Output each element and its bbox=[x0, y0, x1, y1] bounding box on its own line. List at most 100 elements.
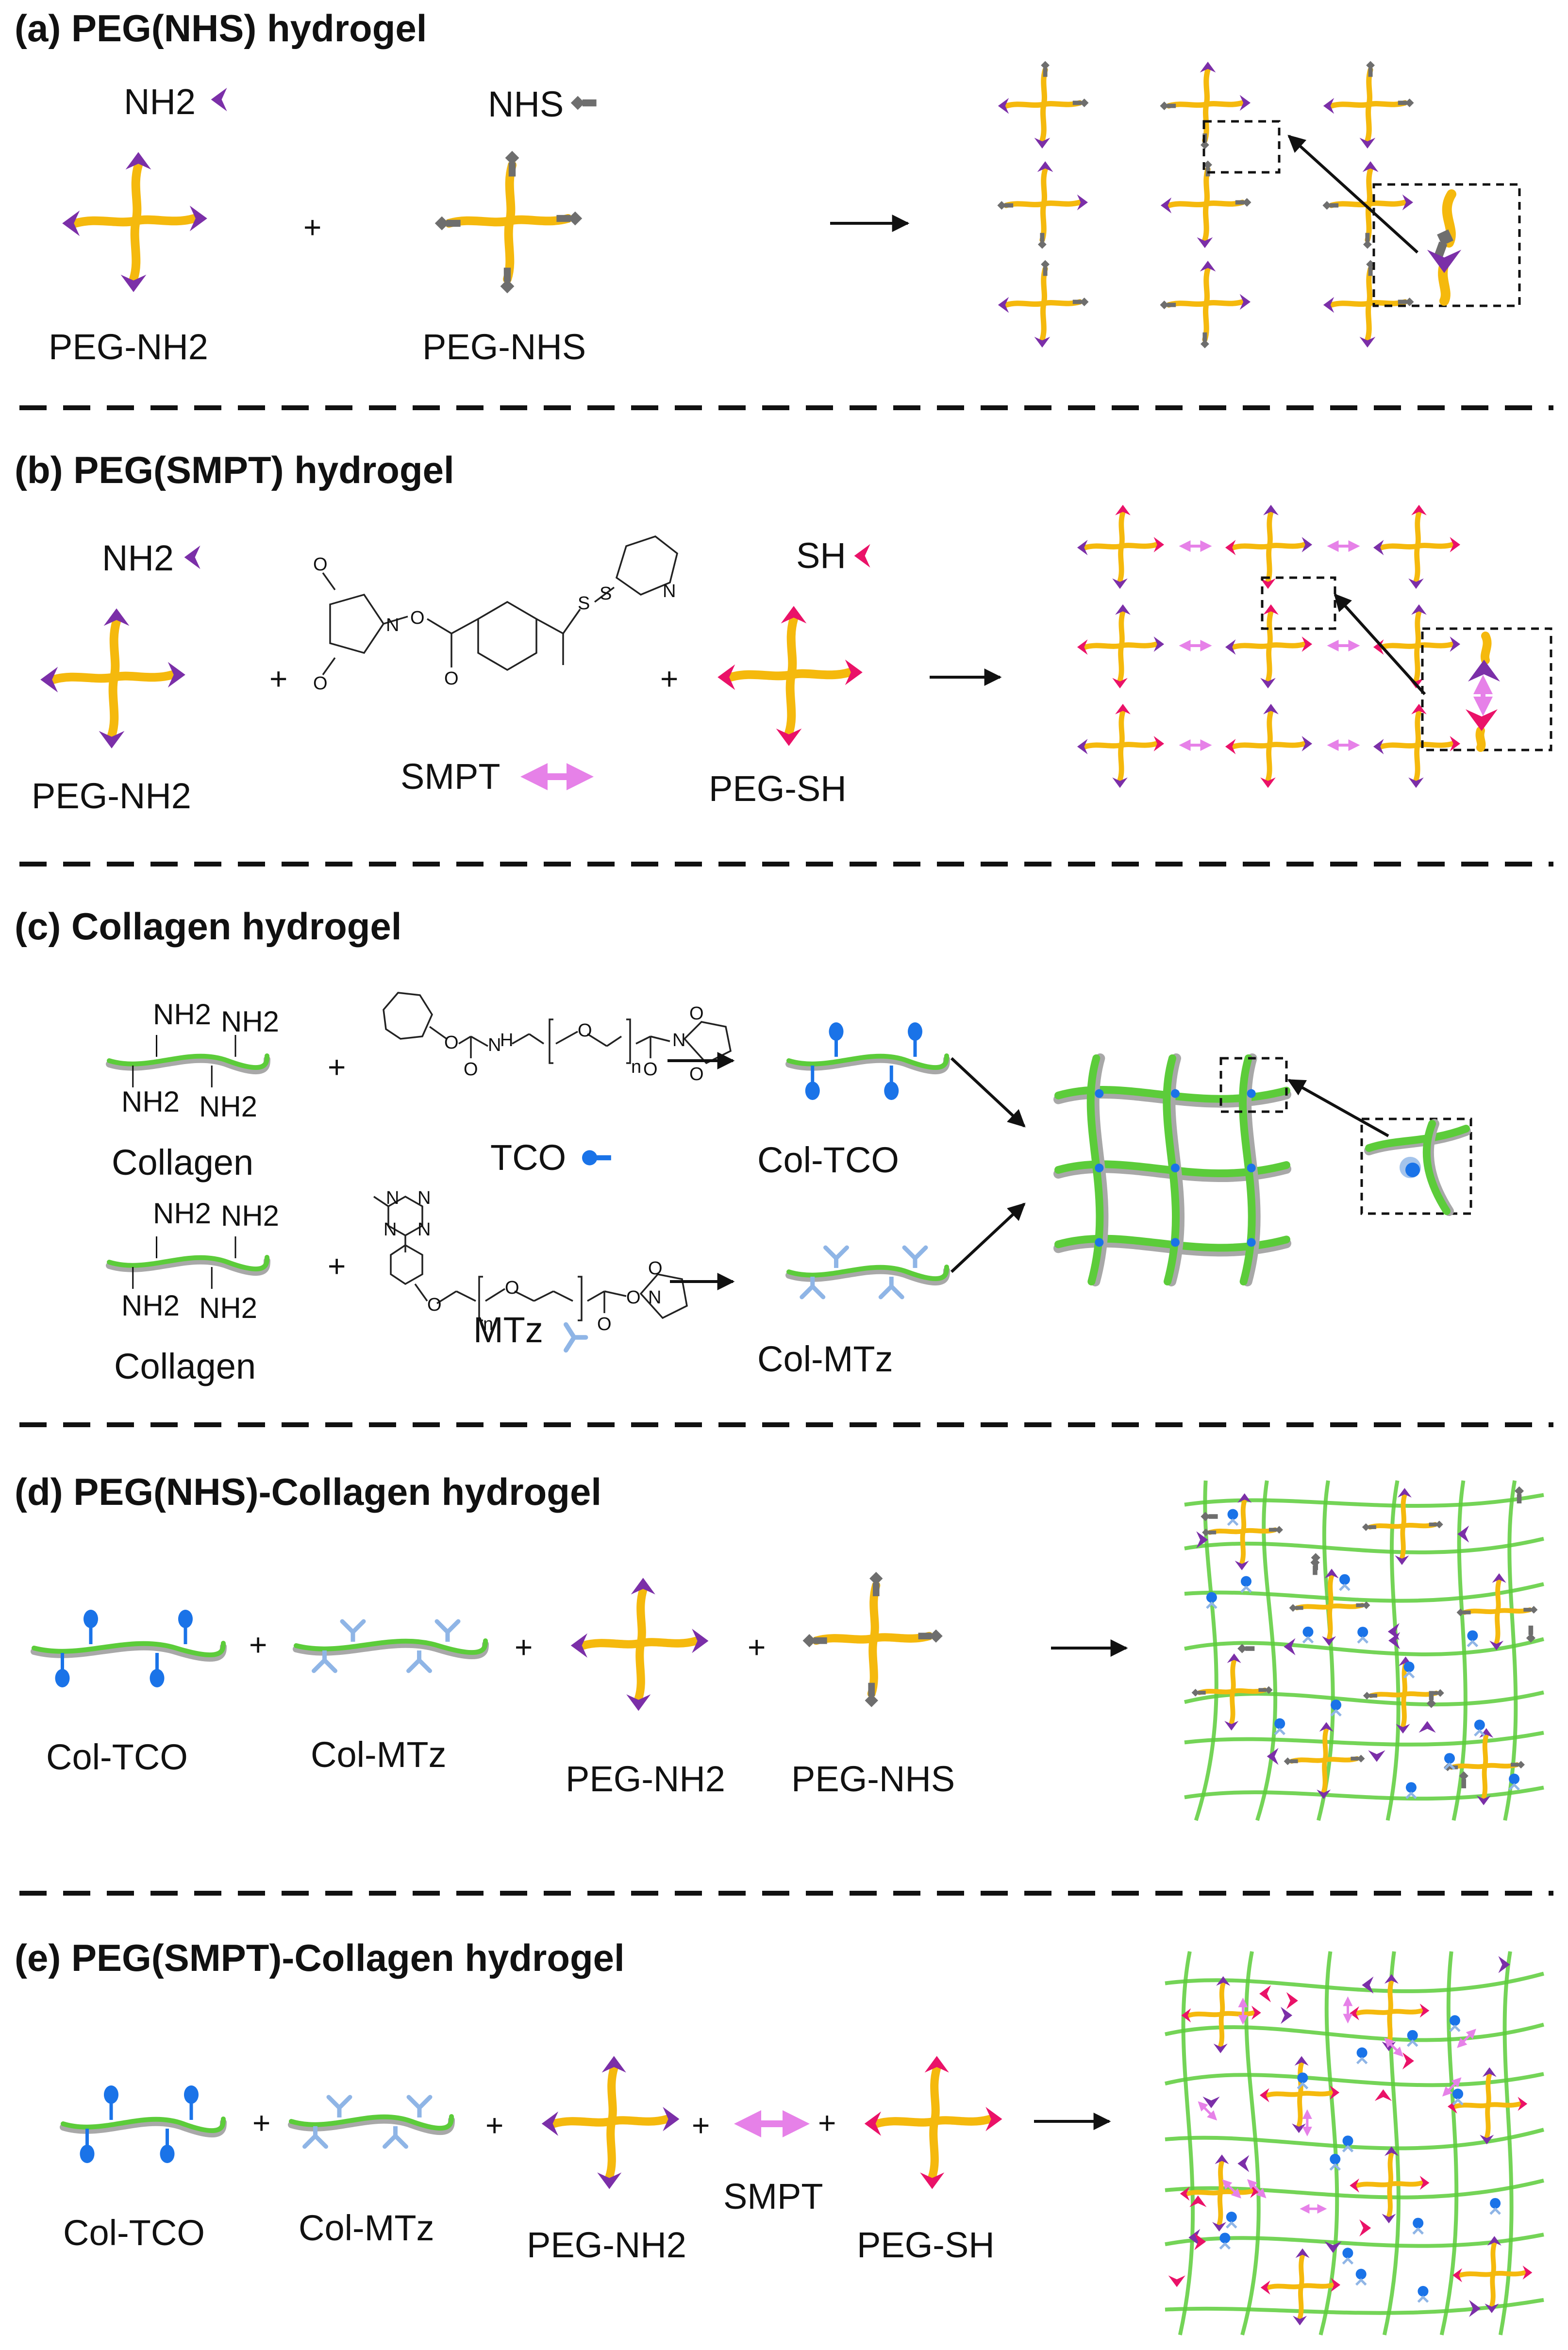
peg-nh2-label: PEG-NH2 bbox=[527, 2225, 686, 2265]
sh-end-icon bbox=[1350, 2178, 1360, 2193]
sh-end-icon bbox=[1330, 2085, 1340, 2100]
nh2-label: NH2 bbox=[153, 998, 211, 1031]
sh-end-icon bbox=[1180, 2186, 1190, 2201]
nh2-legend-label: NH2 bbox=[124, 82, 196, 122]
peg-nh2-label: PEG-NH2 bbox=[32, 776, 191, 816]
peg-4arm-icon bbox=[1160, 62, 1251, 150]
nh2-end-icon bbox=[1317, 1789, 1331, 1800]
nh2-end-icon bbox=[1476, 1795, 1491, 1805]
chem-atom: O bbox=[505, 1278, 519, 1298]
nh2-end-icon bbox=[184, 545, 200, 569]
nh2-end-icon bbox=[1397, 1488, 1412, 1498]
nh2-end-icon bbox=[1487, 2236, 1501, 2246]
peg-4arm-icon bbox=[1225, 703, 1313, 788]
zoom-region-box bbox=[1219, 1057, 1288, 1113]
chem-atom: N bbox=[488, 1035, 501, 1055]
peg-4arm-icon bbox=[1077, 703, 1165, 788]
tco-group-icon bbox=[582, 1150, 611, 1166]
nh2-end-icon bbox=[1395, 1555, 1409, 1565]
tco-mtz-crosslink-dot bbox=[1247, 1164, 1256, 1172]
tco-mtz-crosslink-dot bbox=[1241, 1576, 1252, 1587]
nh2-end-icon bbox=[601, 2056, 626, 2073]
tco-mtz-crosslink-dot bbox=[1226, 2212, 1237, 2223]
nh2-end-icon bbox=[1237, 2155, 1250, 2172]
nh2-end-icon bbox=[998, 98, 1009, 114]
panel-c-title: (c) Collagen hydrogel bbox=[15, 905, 401, 948]
nh2-end-icon bbox=[1213, 2043, 1228, 2053]
panel-d: (d) PEG(NHS)-Collagen hydrogel + + + Col… bbox=[15, 1470, 1545, 1821]
nh2-end-icon bbox=[1237, 1493, 1252, 1503]
tco-mtz-crosslink-dot bbox=[1331, 1700, 1342, 1711]
tco-mtz-crosslink-dot bbox=[1449, 2015, 1460, 2026]
peg-nh2-molecule bbox=[570, 1578, 709, 1711]
nh2-end-icon bbox=[1227, 1653, 1241, 1663]
zoom-inset-box bbox=[1421, 627, 1552, 751]
nh2-end-icon bbox=[1239, 294, 1251, 310]
tco-mtz-crosslink-dot bbox=[1302, 1626, 1314, 1637]
nh2-label: NH2 bbox=[221, 1005, 279, 1038]
tco-mtz-crosslink-dot bbox=[1297, 2072, 1308, 2083]
nh2-end-icon bbox=[1319, 1722, 1334, 1732]
tco-mtz-crosslink-dot bbox=[1509, 1773, 1520, 1784]
nh2-end-icon bbox=[167, 662, 185, 688]
peg-nhs-collagen-hydrogel-network bbox=[1184, 1480, 1545, 1821]
nh2-end-icon bbox=[1468, 660, 1500, 682]
nh2-end-icon bbox=[1284, 1638, 1296, 1655]
plus-sign: + bbox=[515, 1630, 533, 1665]
tco-group-icon bbox=[104, 2085, 118, 2104]
nh2-label: NH2 bbox=[199, 1090, 257, 1123]
nh2-end-icon bbox=[1368, 1750, 1385, 1762]
nh2-end-icon bbox=[120, 274, 147, 292]
peg-4arm-icon bbox=[1447, 2067, 1528, 2145]
nh2-end-icon bbox=[1224, 1721, 1239, 1731]
tco-mtz-crosslink-dot bbox=[1171, 1164, 1180, 1172]
col-tco-strand bbox=[785, 1022, 950, 1100]
mtz-group-icon bbox=[902, 1245, 928, 1262]
panel-b: (b) PEG(SMPT) hydrogel NH2 SH + O O N O bbox=[15, 449, 1552, 816]
nh2-end-icon bbox=[103, 608, 130, 626]
chem-atom: N bbox=[386, 615, 399, 635]
sh-end-icon bbox=[1259, 1985, 1271, 2002]
sh-end-icon bbox=[1112, 678, 1128, 689]
tco-mtz-crosslink-dot bbox=[1247, 1089, 1256, 1098]
reaction-arrow bbox=[950, 1057, 1026, 1128]
nh2-end-icon bbox=[1112, 578, 1128, 589]
nh2-end-icon bbox=[1196, 1531, 1208, 1549]
sh-end-icon bbox=[1452, 2268, 1462, 2283]
nh2-end-icon bbox=[1324, 2241, 1342, 2253]
peg-4arm-icon bbox=[1077, 504, 1165, 589]
tco-chemical-structure: O N H O O n O N O O bbox=[383, 992, 732, 1084]
nh2-end-icon bbox=[1077, 739, 1088, 754]
peg-4arm-icon bbox=[40, 608, 185, 749]
tco-group-icon bbox=[80, 2145, 95, 2163]
nh2-end-icon bbox=[1239, 95, 1251, 111]
col-tco-label: Col-TCO bbox=[46, 1737, 188, 1777]
nh2-end-icon bbox=[211, 87, 227, 112]
peg-4arm-icon bbox=[717, 606, 863, 746]
nh2-end-icon bbox=[1112, 777, 1128, 788]
nh2-end-icon bbox=[1301, 736, 1313, 751]
nh2-end-icon bbox=[125, 152, 151, 170]
nh2-end-icon bbox=[1077, 194, 1088, 211]
nh2-end-icon bbox=[1384, 2146, 1399, 2156]
peg-4arm-icon bbox=[1452, 2236, 1533, 2313]
tco-mtz-crosslink-dot bbox=[1171, 1238, 1180, 1247]
nh2-end-icon bbox=[184, 545, 200, 569]
col-mtz-strand bbox=[293, 1619, 489, 1673]
zoom-inset-box bbox=[1372, 183, 1521, 307]
nh2-end-icon bbox=[1153, 636, 1165, 652]
nh2-end-icon bbox=[99, 731, 125, 749]
sh-end-icon bbox=[1260, 2280, 1270, 2295]
nh2-end-icon bbox=[1034, 137, 1051, 149]
plus-sign: + bbox=[818, 2105, 836, 2140]
sh-end-icon bbox=[920, 2172, 945, 2189]
tco-group-icon bbox=[805, 1082, 820, 1100]
nh2-end-icon bbox=[1225, 639, 1236, 655]
nh2-end-icon bbox=[1489, 1640, 1504, 1650]
collagen-fiber bbox=[1498, 1951, 1514, 2335]
sh-end-icon bbox=[1522, 2265, 1533, 2280]
peg-4arm-icon bbox=[997, 161, 1088, 249]
collagen-strand-icon bbox=[785, 1245, 950, 1300]
nh2-end-icon bbox=[1323, 297, 1334, 313]
